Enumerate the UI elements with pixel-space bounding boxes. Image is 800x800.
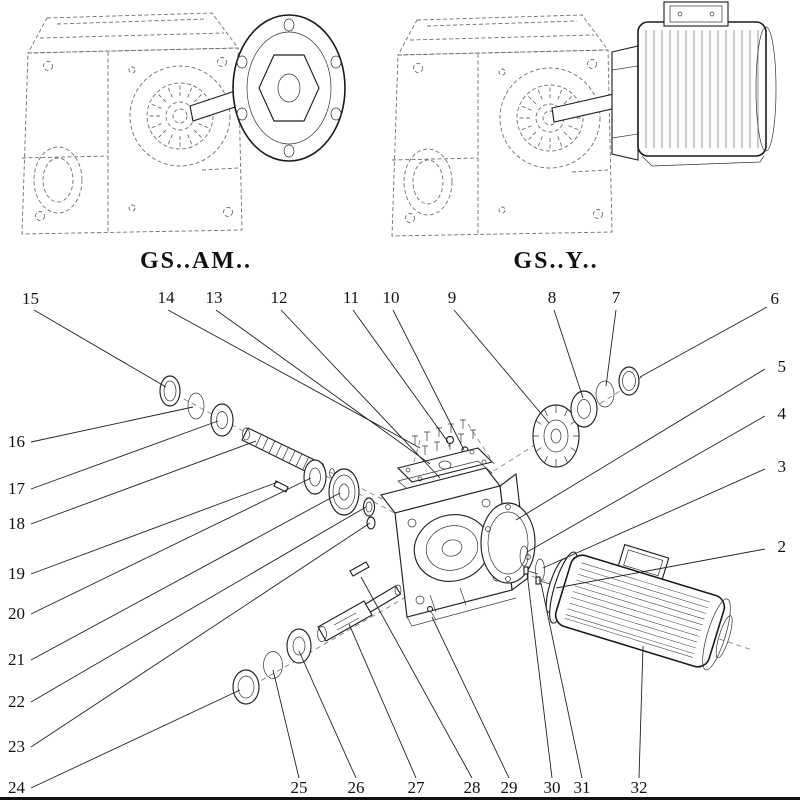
callout-leader-21	[30, 492, 341, 661]
part-motor	[545, 543, 733, 671]
callout-number-18: 18	[8, 514, 25, 533]
callout-leader-8	[553, 309, 584, 399]
gs-y-input-shaft	[551, 93, 617, 123]
callout-number-10: 10	[383, 288, 400, 307]
callout-leader-7	[605, 309, 617, 387]
part-worm-key	[273, 480, 289, 493]
part-gear-circlip	[595, 380, 615, 408]
callout-leader-27	[348, 623, 417, 779]
part-input-washer-disc	[328, 468, 360, 516]
exploded-view	[159, 366, 753, 705]
callout-leader-24	[30, 689, 241, 789]
callout-number-2: 2	[778, 537, 787, 556]
callout-number-17: 17	[8, 479, 26, 498]
part-input-ring	[362, 497, 376, 517]
callout-number-13: 13	[206, 288, 223, 307]
callout-leader-23	[30, 522, 371, 748]
callout-number-15: 15	[22, 289, 39, 308]
callout-number-6: 6	[771, 289, 780, 308]
callout-leader-22	[30, 506, 367, 703]
callout-leader-31	[540, 582, 583, 779]
part-gear	[532, 404, 580, 468]
callout-number-26: 26	[348, 778, 365, 797]
callout-number-27: 27	[408, 778, 426, 797]
part-shim	[519, 545, 529, 567]
part-output-seal	[232, 669, 260, 705]
callout-leader-32	[638, 645, 644, 779]
callout-number-30: 30	[544, 778, 561, 797]
callout-leader-2	[555, 548, 766, 589]
bottom-border	[0, 797, 800, 800]
motor-terminal-box	[663, 1, 729, 27]
callout-number-32: 32	[631, 778, 648, 797]
callout-number-14: 14	[158, 288, 176, 307]
callout-number-23: 23	[8, 737, 25, 756]
callout-leader-28	[360, 576, 473, 779]
callout-leader-6	[639, 306, 768, 378]
callout-leader-14	[167, 309, 421, 449]
callout-leader-17	[30, 420, 219, 490]
callout-number-12: 12	[271, 288, 288, 307]
part-gear-bearing	[570, 390, 598, 428]
callout-number-8: 8	[548, 288, 557, 307]
callout-number-4: 4	[778, 404, 787, 423]
callout-leader-10	[392, 309, 465, 451]
part-housing-pin	[426, 605, 437, 621]
part-gear-ring	[618, 366, 640, 396]
callout-leader-13	[215, 309, 431, 465]
callout-number-9: 9	[448, 288, 457, 307]
callout-number-29: 29	[501, 778, 518, 797]
callout-number-11: 11	[343, 288, 359, 307]
part-output-shaft	[317, 584, 402, 642]
part-input-retaining-ring	[187, 392, 205, 420]
callout-number-3: 3	[778, 457, 787, 476]
part-input-plug	[366, 516, 376, 530]
callout-number-21: 21	[8, 650, 25, 669]
callout-leader-20	[30, 477, 312, 615]
callout-number-28: 28	[464, 778, 481, 797]
callout-leader-19	[30, 481, 279, 575]
part-output-circlip	[263, 651, 283, 679]
callout-number-19: 19	[8, 564, 25, 583]
part-cover-plate	[396, 447, 494, 483]
gs-y-drawing	[391, 1, 777, 237]
callout-number-16: 16	[8, 432, 25, 451]
callout-number-24: 24	[8, 778, 26, 797]
callout-leader-29	[431, 616, 510, 779]
callout-number-7: 7	[612, 288, 621, 307]
part-input-bearing-front	[210, 403, 234, 437]
callout-leader-12	[280, 309, 441, 479]
callout-leader-25	[272, 669, 300, 779]
variant-label-gs-y: GS..Y..	[513, 248, 598, 274]
variant-label-gs-am: GS..AM..	[140, 248, 252, 274]
callout-number-5: 5	[778, 357, 787, 376]
part-vent-plug	[445, 435, 455, 450]
part-input-seal	[159, 375, 181, 407]
part-output-bearing	[286, 628, 312, 664]
part-input-bearing-rear	[303, 459, 327, 495]
callout-number-31: 31	[574, 778, 591, 797]
callout-leader-30	[526, 572, 553, 779]
gs-y-motor	[611, 1, 777, 167]
callout-number-25: 25	[291, 778, 308, 797]
gs-am-drawing	[21, 12, 346, 235]
callout-number-20: 20	[8, 604, 25, 623]
callout-leader-18	[30, 440, 257, 525]
callout-leader-15	[33, 309, 167, 388]
callout-leader-16	[30, 406, 194, 443]
callout-leader-4	[526, 415, 766, 553]
gs-am-output-flange	[232, 14, 346, 162]
callout-leader-3	[542, 468, 766, 569]
callout-leader-26	[298, 650, 357, 779]
callout-leader-11	[352, 309, 449, 443]
callout-leader-9	[453, 309, 550, 424]
callout-leader-5	[515, 368, 766, 521]
callout-number-22: 22	[8, 692, 25, 711]
part-output-key	[349, 561, 370, 577]
